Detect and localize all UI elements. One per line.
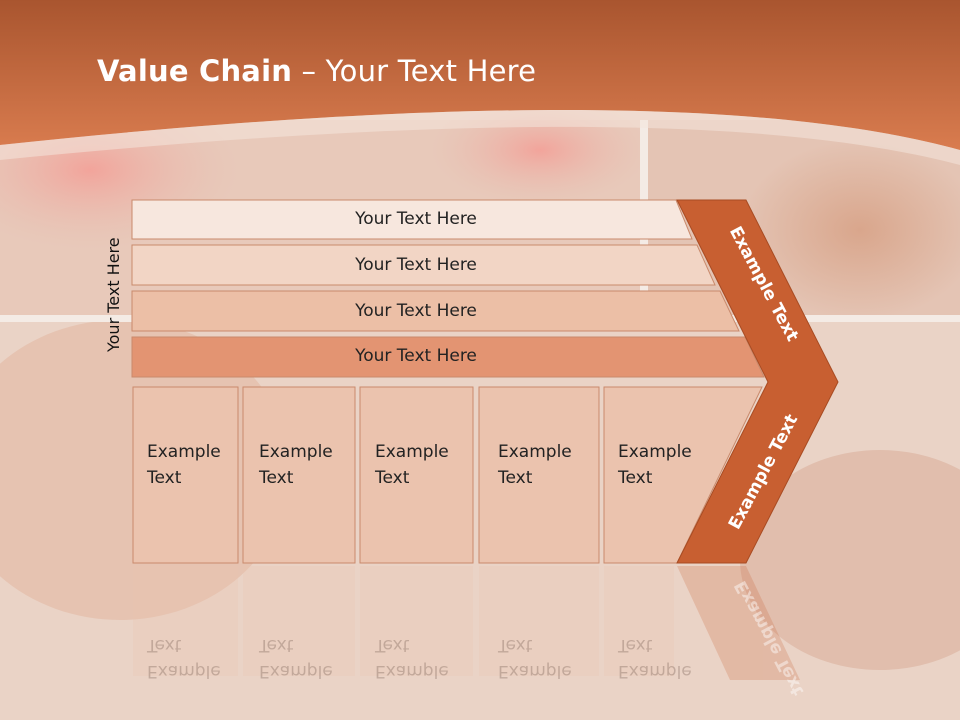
row-bar-3 [131,290,740,332]
title-bold: Value Chain [97,54,293,88]
row-label-3: Your Text Here [355,301,477,321]
column-box-2 [242,386,356,564]
column-box-3 [359,386,474,564]
column-box-4 [478,386,600,564]
row-label-1: Your Text Here [355,209,477,229]
chevron-arrow [676,199,839,564]
row-label-2: Your Text Here [355,255,477,275]
row-bar-2 [131,244,716,286]
row-bar-4 [131,336,765,378]
title-rest: – Your Text Here [292,54,537,88]
row-bar-1 [131,199,693,240]
row-label-4: Your Text Here [355,346,477,366]
slide-title: Value Chain – Your Text Here [97,54,536,88]
column-box-1 [132,386,239,564]
